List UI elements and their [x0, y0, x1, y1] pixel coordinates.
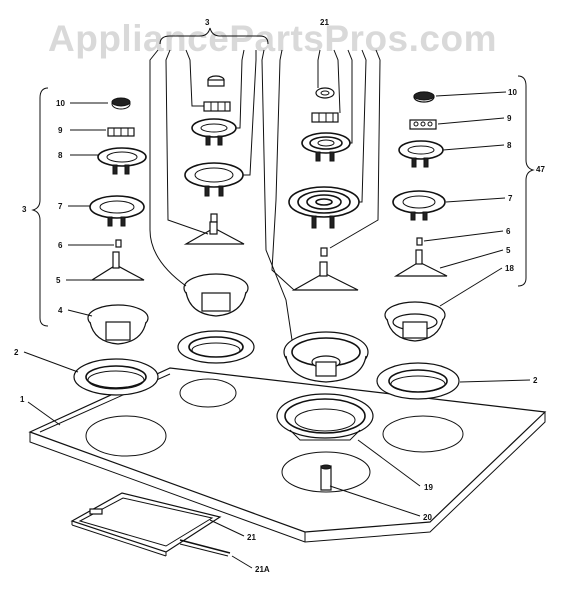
label-6-left: 6: [58, 241, 63, 250]
label-47: 47: [536, 165, 545, 174]
cooktop-panel: [28, 367, 547, 543]
label-3-left: 3: [22, 205, 27, 214]
part-labels: 3 21 3 47 10 9 8 7 6 5 4 10 9 8 7 6 5 18…: [14, 18, 545, 574]
label-18: 18: [505, 264, 514, 273]
label-1: 1: [20, 395, 25, 404]
label-2-right: 2: [533, 376, 538, 385]
trim-ring-center: [177, 330, 255, 364]
brace-top: [159, 27, 269, 45]
label-8-left: 8: [58, 151, 63, 160]
center-right-stack: [288, 87, 360, 291]
label-6-right: 6: [506, 227, 511, 236]
label-21-top: 21: [320, 18, 329, 27]
right-stack: [392, 91, 448, 277]
label-21: 21: [247, 533, 256, 542]
watermark: AppliancePartsPros.com: [48, 18, 497, 59]
drip-bowl-right: [384, 301, 446, 342]
trim-ring-right: [376, 362, 460, 400]
leader-lines: [23, 49, 531, 569]
broiler-pan: [70, 492, 231, 557]
drip-bowl-left: [87, 304, 149, 345]
label-5-right: 5: [506, 246, 511, 255]
drip-bowl-large: [283, 331, 369, 383]
left-stack: [89, 97, 147, 281]
brace-right: [517, 75, 535, 287]
label-9-right: 9: [507, 114, 512, 123]
label-19: 19: [424, 483, 433, 492]
label-8-right: 8: [507, 141, 512, 150]
label-7-right: 7: [508, 194, 513, 203]
label-21a: 21A: [255, 565, 270, 574]
label-3-top: 3: [205, 18, 210, 27]
label-10-left: 10: [56, 99, 65, 108]
label-2-left: 2: [14, 348, 19, 357]
label-10-right: 10: [508, 88, 517, 97]
label-9-left: 9: [58, 126, 63, 135]
brace-left: [31, 87, 49, 327]
label-7-left: 7: [58, 202, 63, 211]
label-20: 20: [423, 513, 432, 522]
label-5-left: 5: [56, 276, 61, 285]
drip-bowl-center: [183, 273, 249, 317]
center-left-stack: [183, 75, 245, 245]
label-4: 4: [58, 306, 63, 315]
trim-ring-left: [73, 358, 159, 396]
